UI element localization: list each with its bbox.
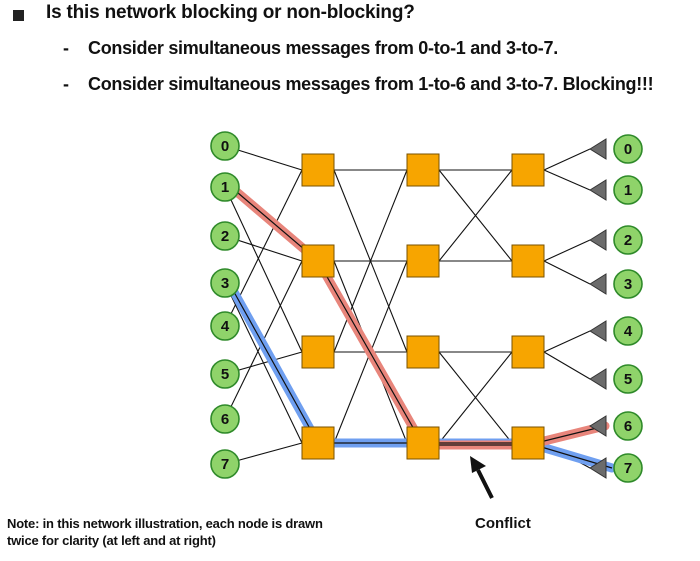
receiver-0-icon (589, 138, 607, 160)
switch-s0-r2 (301, 335, 335, 369)
dash-icon: - (63, 38, 69, 58)
highlighted-paths (224, 182, 617, 473)
switch-s2-r1 (511, 244, 545, 278)
point-1: Consider simultaneous messages from 0-to… (88, 38, 558, 58)
node-label: 4 (221, 318, 230, 335)
node-label: 2 (624, 232, 632, 249)
node-label: 5 (624, 371, 632, 388)
right-node-7: 7 (613, 453, 643, 483)
left-node-4: 4 (210, 311, 240, 341)
node-label: 0 (221, 138, 229, 155)
switch-s1-r2 (406, 335, 440, 369)
receiver-7-icon (589, 457, 607, 479)
node-label: 5 (221, 366, 229, 383)
red-path-1-to-6 (226, 182, 610, 450)
switch-s0-r1 (301, 244, 335, 278)
node-label: 1 (221, 179, 229, 196)
receiver-6-icon (589, 415, 607, 437)
right-node-2: 2 (613, 225, 643, 255)
receiver-2-icon (589, 229, 607, 251)
dash-icon: - (63, 74, 69, 94)
question-heading: Is this network blocking or non-blocking… (46, 2, 415, 23)
node-label: 7 (221, 456, 229, 473)
right-node-6: 6 (613, 411, 643, 441)
conflict-arrow (470, 456, 494, 499)
node-label: 2 (221, 228, 229, 245)
node-label: 3 (221, 275, 229, 292)
conflict-label: Conflict (475, 515, 531, 532)
node-label: 6 (624, 418, 632, 435)
red-path-center-line (230, 186, 606, 446)
node-label: 6 (221, 411, 229, 428)
switch-s1-r1 (406, 244, 440, 278)
switch-s2-r2 (511, 335, 545, 369)
nodes: 0 1 2 3 4 5 6 7 0 1 2 3 4 5 6 7 (210, 131, 643, 483)
receiver-1-icon (589, 179, 607, 201)
node-label: 1 (624, 182, 632, 199)
node-label: 0 (624, 141, 632, 158)
note-text: Note: in this network illustration, each… (7, 516, 323, 548)
switches (301, 153, 545, 460)
receiver-5-icon (589, 368, 607, 390)
right-node-4: 4 (613, 316, 643, 346)
right-node-3: 3 (613, 269, 643, 299)
right-node-1: 1 (613, 175, 643, 205)
left-node-0: 0 (210, 131, 240, 161)
left-node-3: 3 (210, 268, 240, 298)
right-node-0: 0 (613, 134, 643, 164)
switch-s0-r3 (301, 426, 335, 460)
left-node-1: 1 (210, 172, 240, 202)
receiver-4-icon (589, 320, 607, 342)
left-node-6: 6 (210, 404, 240, 434)
switch-s2-r0 (511, 153, 545, 187)
left-node-2: 2 (210, 221, 240, 251)
point-2: Consider simultaneous messages from 1-to… (88, 74, 654, 94)
left-node-5: 5 (210, 359, 240, 389)
node-label: 7 (624, 460, 632, 477)
switch-s1-r0 (406, 153, 440, 187)
node-label: 3 (624, 276, 632, 293)
receiver-3-icon (589, 273, 607, 295)
switch-s0-r0 (301, 153, 335, 187)
right-node-5: 5 (613, 364, 643, 394)
left-node-7: 7 (210, 449, 240, 479)
switch-s1-r3 (406, 426, 440, 460)
bullet-square-icon (13, 10, 24, 21)
switch-s2-r3 (511, 426, 545, 460)
node-label: 4 (624, 323, 633, 340)
